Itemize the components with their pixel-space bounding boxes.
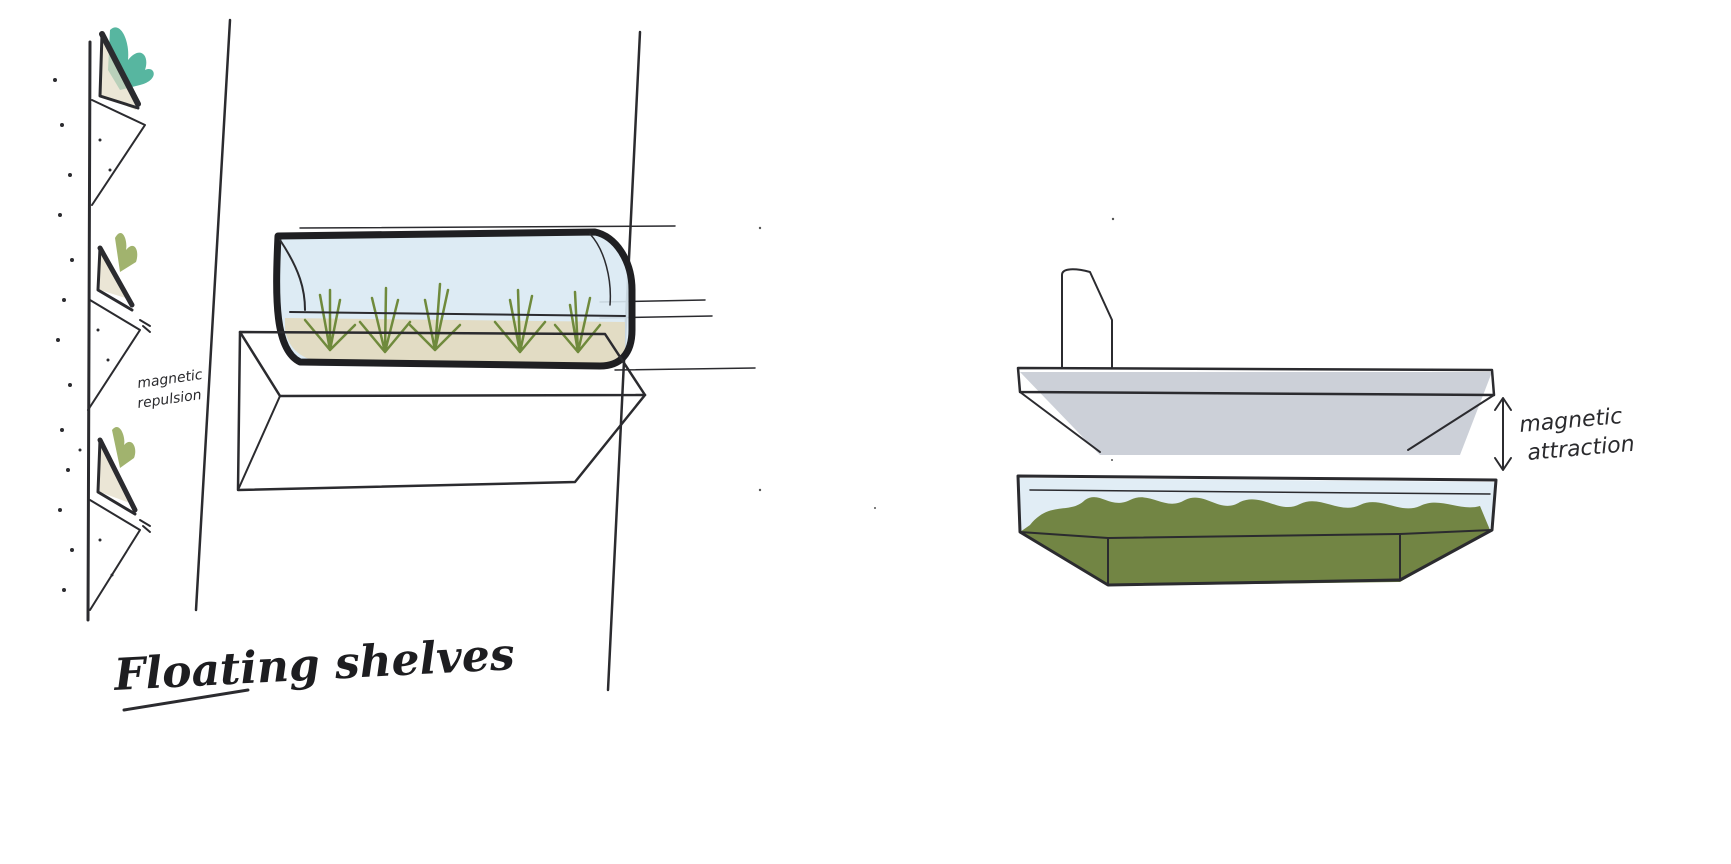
wall-planter-1 — [92, 27, 154, 205]
bracket-post — [1062, 269, 1112, 368]
wall-line-left — [196, 20, 230, 610]
magnetic-attraction-shelf: magnetic attraction — [1018, 269, 1636, 586]
moss-layer — [1020, 497, 1490, 586]
wall-dots — [53, 78, 114, 592]
sketch-title: Floating shelves — [111, 629, 516, 710]
glass-planter-shelf — [238, 226, 755, 490]
wall-planter-3 — [90, 427, 150, 610]
wall-edge-line — [88, 42, 90, 620]
double-arrow-icon — [140, 320, 150, 332]
double-arrow-icon — [1495, 398, 1511, 470]
attraction-label-line2: attraction — [1526, 432, 1635, 466]
paper-specks — [759, 218, 1114, 509]
grass-plant-icon — [115, 233, 137, 272]
double-arrow-icon — [140, 520, 150, 532]
attraction-label-line1: magnetic — [1518, 404, 1623, 438]
grass-plant-icon — [112, 427, 135, 468]
page-title: Floating shelves — [111, 629, 516, 701]
